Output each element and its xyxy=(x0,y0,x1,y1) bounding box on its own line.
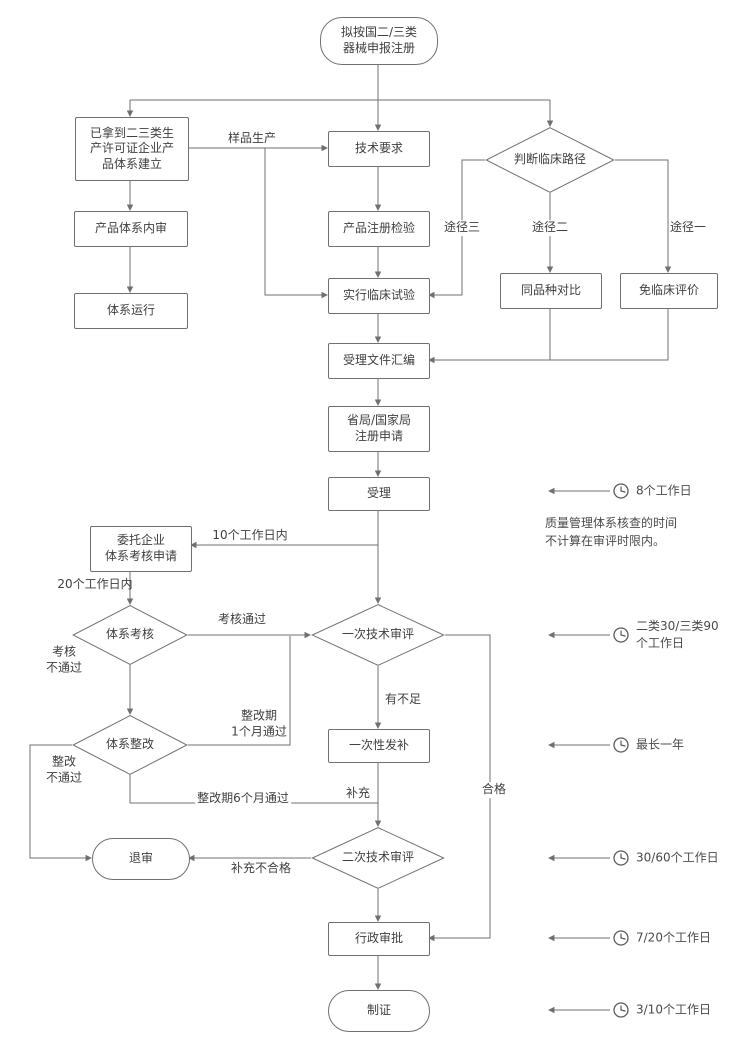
edge-label-rectify-6month: 整改期6个月通过 xyxy=(195,791,291,807)
edge-label-path1: 途径一 xyxy=(669,220,707,235)
node-entrust-apply: 委托企业 体系考核申请 xyxy=(90,526,192,572)
node-registration-apply: 省局/国家局 注册申请 xyxy=(328,406,430,452)
edge-label-qualified: 合格 xyxy=(479,782,509,798)
node-second-review: 二次技术审评 xyxy=(311,827,445,889)
clock-icon xyxy=(613,850,629,866)
system-check-label: 体系考核 xyxy=(105,627,154,642)
first-review-label: 一次技术审评 xyxy=(341,627,414,642)
edge-label-check-fail: 考核 不通过 xyxy=(45,644,83,674)
node-license-system: 已拿到二三类生 产许可证企业产 品体系建立 xyxy=(75,117,189,181)
clinical-path-shape xyxy=(485,127,615,193)
node-system-run: 体系运行 xyxy=(74,293,188,329)
edge-path1 xyxy=(615,159,672,273)
edge-noclinical-doc xyxy=(428,307,669,364)
clock-icon xyxy=(613,627,629,643)
edge-label-path3: 途径三 xyxy=(441,220,483,236)
system-check-shape xyxy=(72,605,188,665)
second-review-label: 二次技术审评 xyxy=(341,850,414,865)
node-admin-approval: 行政审批 xyxy=(328,922,430,956)
edge-label-supplement-fail: 补充不合格 xyxy=(230,861,292,876)
first-review-shape xyxy=(311,604,445,666)
node-accept: 受理 xyxy=(328,477,430,511)
system-rectify-shape xyxy=(72,715,188,775)
edge-label-supplement: 补充 xyxy=(345,786,371,801)
edge-label-within-20-days: 20个工作日内 xyxy=(57,577,133,592)
edge-rectify-1month xyxy=(188,636,291,746)
clock-icon xyxy=(613,1002,629,1018)
edge-rectify-6month xyxy=(129,775,378,804)
node-tech-requirements: 技术要求 xyxy=(328,131,430,167)
edge-label-check-pass: 考核通过 xyxy=(217,612,267,627)
node-internal-audit: 产品体系内审 xyxy=(74,211,188,247)
annotation-accept-note: 质量管理体系核查的时间 不计算在审评时限内。 xyxy=(545,516,678,548)
second-review-shape xyxy=(311,827,445,889)
clinical-path-label: 判断临床路径 xyxy=(513,152,586,167)
annotation-second-review-days: 30/60个工作日 xyxy=(636,850,719,865)
clock-icon xyxy=(613,737,629,753)
annotation-first-review-days: 二类30/三类90 个工作日 xyxy=(636,619,719,650)
node-reject: 退审 xyxy=(92,838,190,880)
node-first-review: 一次技术审评 xyxy=(311,604,445,666)
node-clinical-path: 判断临床路径 xyxy=(485,127,615,193)
annotation-cert-days: 3/10个工作日 xyxy=(636,1002,711,1017)
edge-rectify-fail xyxy=(29,744,92,862)
edge-label-deficient: 有不足 xyxy=(384,692,422,707)
node-system-check: 体系考核 xyxy=(72,605,188,665)
node-no-clinical-eval: 免临床评价 xyxy=(620,273,718,309)
edge-label-sample-production: 样品生产 xyxy=(227,131,277,146)
edge-label-path2: 途径二 xyxy=(529,220,571,236)
edge-label-rectify-1month: 整改期 1个月通过 xyxy=(231,708,287,738)
node-clinical-trial: 实行临床试验 xyxy=(328,278,430,314)
node-supplement: 一次性发补 xyxy=(328,729,430,763)
annotation-supplement-days: 最长一年 xyxy=(636,737,685,752)
node-certificate: 制证 xyxy=(328,990,430,1032)
clock-icon xyxy=(613,483,629,499)
edge-sample-trial xyxy=(264,148,328,299)
node-system-rectify: 体系整改 xyxy=(72,715,188,775)
node-registration-test: 产品注册检验 xyxy=(328,211,430,247)
node-same-type-compare: 同品种对比 xyxy=(500,273,602,309)
edge-label-rectify-fail: 整改 不通过 xyxy=(45,754,83,784)
clock-icon xyxy=(613,930,629,946)
annotation-admin-days: 7/20个工作日 xyxy=(636,930,711,945)
node-doc-compile: 受理文件汇编 xyxy=(328,343,430,379)
system-rectify-label: 体系整改 xyxy=(105,737,154,752)
node-start: 拟按国二/三类 器械申报注册 xyxy=(320,17,438,65)
edge-label-within-10-days: 10个工作日内 xyxy=(212,528,288,543)
annotation-accept-days: 8个工作日 xyxy=(636,483,692,498)
